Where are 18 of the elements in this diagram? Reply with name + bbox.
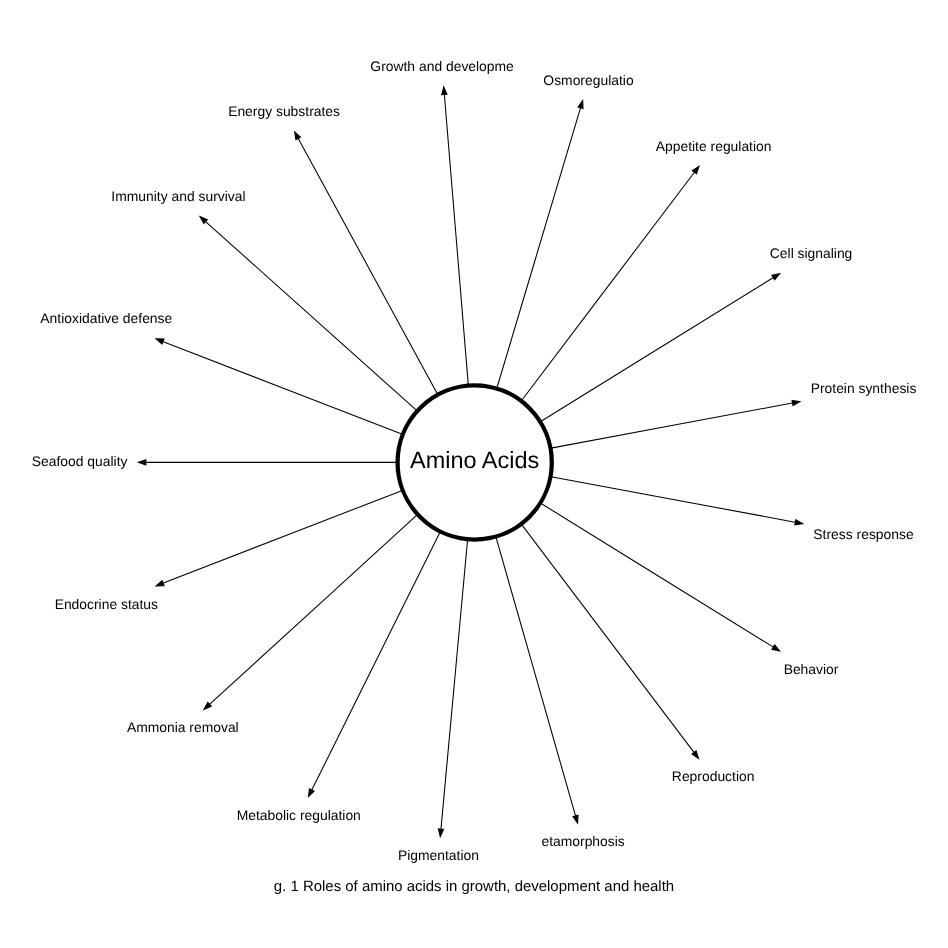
arrow: [550, 399, 802, 449]
arrow: [496, 99, 584, 389]
arrow: [540, 272, 782, 423]
arrow: [550, 476, 805, 526]
arrow: [307, 531, 441, 799]
arrow: [202, 514, 418, 711]
arrow: [521, 523, 700, 760]
arrow: [521, 165, 700, 401]
arrow: [441, 85, 469, 386]
arrow: [198, 215, 418, 412]
arrow: [293, 130, 439, 396]
arrow: [154, 489, 403, 587]
arrow: [495, 536, 579, 825]
arrow: [540, 502, 781, 652]
arrow: [437, 539, 469, 839]
node-circle: Amino Acids: [395, 383, 554, 542]
arrow: [136, 458, 398, 466]
arrow: [154, 338, 403, 435]
